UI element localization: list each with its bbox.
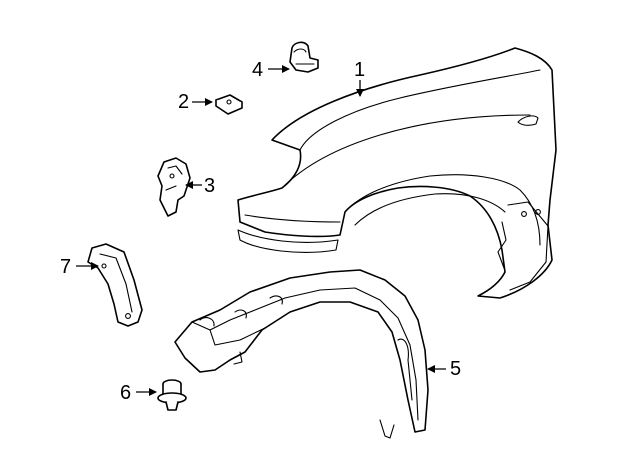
callout-label-2: 2	[178, 91, 189, 113]
fender-part	[237, 47, 557, 299]
callout-label-6: 6	[120, 382, 131, 404]
callout-6: 6	[120, 382, 157, 404]
callout-3: 3	[185, 175, 215, 197]
fender-clip-part	[289, 41, 319, 73]
callout-label-5: 5	[450, 358, 461, 380]
bracket-part	[157, 157, 191, 217]
callout-5: 5	[427, 358, 461, 380]
clip-nut-part	[215, 94, 243, 115]
callout-7: 7	[60, 256, 99, 278]
callout-4: 4	[252, 59, 290, 81]
push-pin-part	[157, 379, 187, 411]
callout-label-4: 4	[252, 59, 263, 81]
fender-liner-part	[174, 269, 429, 439]
support-bracket-part	[87, 243, 143, 327]
callout-label-7: 7	[60, 256, 71, 278]
callout-label-3: 3	[204, 175, 215, 197]
callout-2: 2	[178, 91, 213, 113]
callout-1: 1	[354, 59, 365, 97]
callout-label-1: 1	[354, 59, 365, 81]
